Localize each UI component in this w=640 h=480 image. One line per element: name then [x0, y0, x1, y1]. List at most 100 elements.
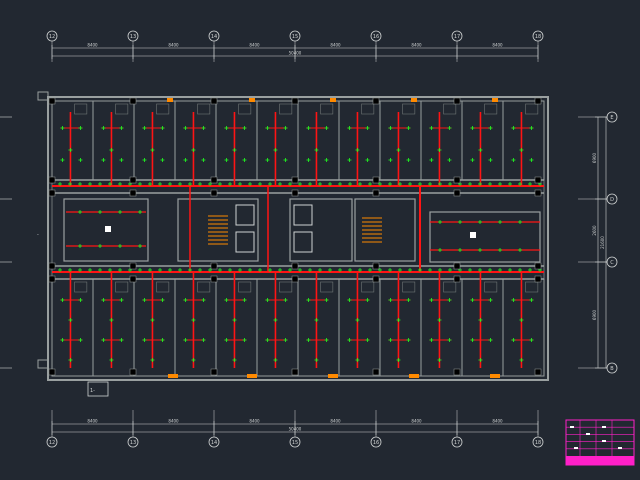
column — [48, 275, 56, 283]
axis-label: 13 — [130, 34, 136, 40]
column — [48, 97, 56, 105]
bottom-room-row — [51, 278, 545, 377]
orange-marker — [409, 374, 419, 378]
dim-segment-label: 8400 — [492, 43, 503, 48]
title-entry — [586, 433, 590, 435]
column — [129, 368, 137, 376]
bathroom — [115, 281, 129, 293]
column — [291, 368, 299, 376]
small-room-left — [105, 226, 111, 232]
orange-marker — [168, 374, 178, 378]
title-entry — [602, 440, 606, 442]
axis-label: 18 — [535, 34, 541, 40]
axis-bubble — [606, 111, 618, 123]
bathroom — [197, 103, 211, 115]
dim-segment-label: 2600 — [592, 225, 597, 236]
title-entry — [618, 447, 622, 449]
detail-tag: 1- — [87, 381, 109, 397]
column — [534, 97, 542, 105]
dim-segment-label: 8400 — [168, 419, 179, 424]
column — [210, 189, 218, 197]
column — [453, 368, 461, 376]
orange-marker — [411, 98, 417, 102]
axis-label: 18 — [535, 440, 541, 446]
bathroom — [74, 103, 88, 115]
axis-bubble — [289, 436, 301, 448]
orange-marker — [490, 374, 500, 378]
bathroom — [156, 281, 170, 293]
axis-label: 17 — [454, 440, 460, 446]
column — [210, 176, 218, 184]
dim-segment-label: 8400 — [411, 419, 422, 424]
axis-bubble — [451, 436, 463, 448]
column — [291, 275, 299, 283]
column — [210, 262, 218, 270]
dim-segment-label: 8400 — [168, 43, 179, 48]
room — [502, 278, 545, 377]
column — [210, 368, 218, 376]
axis-label: 12 — [49, 34, 55, 40]
bathroom — [238, 103, 252, 115]
bathroom — [361, 103, 375, 115]
column — [210, 275, 218, 283]
column — [372, 176, 380, 184]
axis-label: 14 — [211, 440, 217, 446]
bathroom — [443, 103, 457, 115]
bathroom — [525, 103, 539, 115]
axis-label: 16 — [373, 440, 379, 446]
axis-bubble — [127, 30, 139, 42]
structural-columns — [48, 97, 542, 378]
column — [372, 275, 380, 283]
bathroom — [484, 103, 498, 115]
elevator-shaft-4 — [293, 231, 313, 253]
column — [372, 189, 380, 197]
axis-bubble — [451, 30, 463, 42]
axis-label: 16 — [373, 34, 379, 40]
stair-left — [177, 198, 259, 262]
axis-label: 17 — [454, 34, 460, 40]
orange-marker — [247, 374, 257, 378]
dim-segment-label: 8400 — [330, 43, 341, 48]
column — [48, 189, 56, 197]
dim-segment-label: 8400 — [87, 43, 98, 48]
dim-segment-label: 8400 — [330, 419, 341, 424]
dim-segment-label: 8400 — [249, 43, 260, 48]
orange-marker — [249, 98, 255, 102]
column — [453, 275, 461, 283]
axis-bubble — [208, 30, 220, 42]
axis-bubble — [208, 436, 220, 448]
bathroom — [197, 281, 211, 293]
bathroom — [320, 103, 334, 115]
column — [48, 176, 56, 184]
bathroom — [279, 281, 293, 293]
title-block — [565, 419, 635, 466]
column — [534, 189, 542, 197]
column — [372, 368, 380, 376]
column — [453, 189, 461, 197]
axis-bubble — [532, 30, 544, 42]
axis-label: 13 — [130, 440, 136, 446]
bathroom — [525, 281, 539, 293]
axis-label: B — [610, 366, 614, 372]
dim-segment-label: 8400 — [492, 419, 503, 424]
column — [534, 176, 542, 184]
middle-zone — [63, 198, 541, 263]
axis-label: C — [610, 260, 614, 266]
room — [502, 100, 545, 181]
column — [291, 97, 299, 105]
stair-right-treads — [362, 217, 382, 243]
axis-bubble — [606, 256, 618, 268]
title-bar — [566, 456, 634, 465]
orange-marker — [328, 374, 338, 378]
column — [372, 97, 380, 105]
column — [372, 262, 380, 270]
column — [453, 176, 461, 184]
axis-bubble — [370, 30, 382, 42]
column — [129, 262, 137, 270]
orange-marker — [492, 98, 498, 102]
bathroom — [74, 281, 88, 293]
orange-marker — [167, 98, 173, 102]
stair-right — [354, 198, 416, 262]
axis-bubble — [370, 436, 382, 448]
